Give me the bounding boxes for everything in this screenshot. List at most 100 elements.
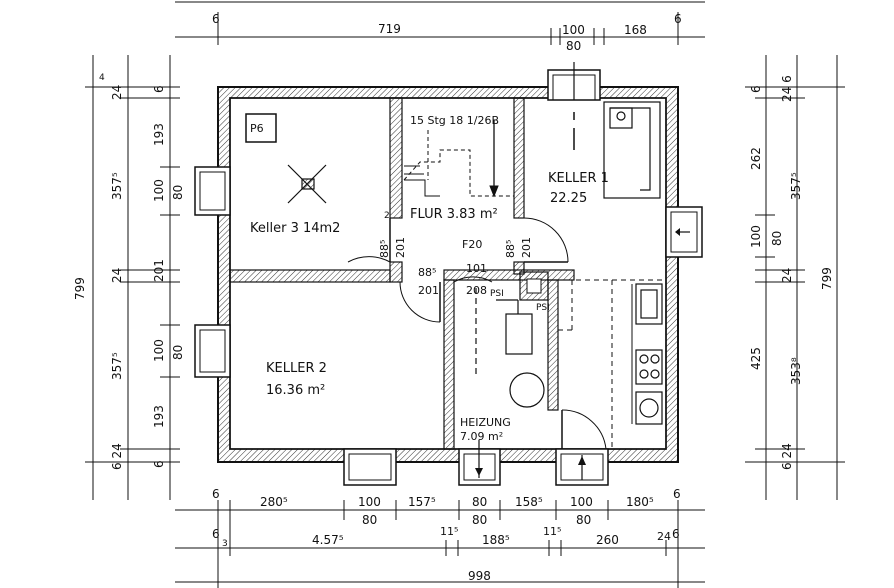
bottom-r1-6b: 6	[673, 487, 681, 501]
window-bottom-heizung	[458, 440, 501, 486]
left-201: 201	[152, 259, 166, 282]
left-624-bottom: 6 24	[110, 443, 124, 470]
right-3538: 353⁸	[789, 357, 803, 385]
psi-label-2: PSI	[536, 303, 550, 313]
psi-label: PSI	[490, 289, 504, 299]
bottom-r1-2805: 280⁵	[260, 495, 288, 509]
top-total: 719	[378, 22, 401, 36]
right-262: 262	[749, 147, 763, 170]
right-80: 80	[770, 231, 784, 246]
door-outside	[561, 409, 607, 450]
bottom-r2-24: 24	[657, 530, 671, 543]
chimney	[547, 62, 601, 150]
dim-885-c: 88⁵	[418, 266, 436, 279]
bottom-r2-6a: 6	[212, 527, 220, 541]
window-right	[665, 206, 703, 258]
left-6-top: 6	[152, 85, 166, 93]
left-6-bottom: 6	[152, 460, 166, 468]
washer	[635, 391, 663, 425]
top-seg-100: 100	[562, 23, 585, 37]
dim-101: 101	[466, 262, 487, 275]
bathtub	[603, 101, 661, 199]
dim-201-b: 201	[520, 237, 533, 258]
top-seg-80: 80	[566, 39, 581, 53]
right-24: 24	[780, 268, 794, 283]
right-425: 425	[749, 347, 763, 370]
dim-208: 208	[466, 284, 487, 297]
right-3575: 357⁵	[789, 172, 803, 200]
bottom-r1-80c: 80	[576, 513, 591, 527]
left-24-top: 24	[110, 85, 124, 100]
keller1-area: 22.25	[550, 191, 587, 206]
bottom-r2-260: 260	[596, 533, 619, 547]
bottom-total: 998	[468, 569, 491, 583]
left-top-4: 4	[99, 73, 105, 83]
bottom-r2-4575: 4.57⁵	[312, 533, 344, 547]
dim-885-a: 88⁵	[378, 240, 391, 258]
keller3-label: Keller 3 14m2	[250, 221, 340, 236]
left-100-top: 100	[152, 179, 166, 202]
bottom-r1-1575: 157⁵	[408, 495, 436, 509]
dim-885-b: 88⁵	[504, 240, 517, 258]
dim-201-a: 201	[394, 237, 407, 258]
bottom-r1-100a: 100	[358, 495, 381, 509]
floor-drain	[287, 164, 327, 204]
bottom-dimensions	[175, 500, 705, 588]
right-100: 100	[749, 225, 763, 248]
bottom-r1-1805: 180⁵	[626, 495, 654, 509]
left-80-top: 80	[171, 185, 185, 200]
right-dimensions	[745, 55, 845, 500]
top-dimensions	[175, 1, 705, 45]
window-bottom-left	[343, 448, 397, 486]
left-3575-top: 357⁵	[110, 172, 124, 200]
top-mark-left: 6	[212, 12, 220, 26]
heating-unit	[475, 288, 545, 408]
stove	[635, 349, 663, 385]
right-6: 6	[749, 85, 763, 93]
left-3575-bottom: 357⁵	[110, 352, 124, 380]
keller2-name: KELLER 2	[266, 361, 327, 376]
p6-shaft	[245, 113, 277, 143]
bottom-r2-3: 3	[222, 539, 228, 549]
left-24-mid: 24	[110, 268, 124, 283]
right-outer-799: 799	[820, 267, 834, 290]
stair-label: 15 Stg 18 1/26B	[410, 114, 499, 127]
sink	[635, 283, 663, 325]
p6-label: P6	[250, 122, 264, 135]
right-246: 24 6	[780, 75, 794, 102]
keller1-name: KELLER 1	[548, 171, 609, 186]
door-keller2	[399, 281, 441, 323]
top-seg-168: 168	[624, 23, 647, 37]
left-80-bottom: 80	[171, 345, 185, 360]
door-keller3	[347, 218, 391, 263]
door-heizung	[453, 276, 493, 283]
left-dimensions	[85, 55, 180, 500]
psi-flue	[526, 278, 542, 294]
window-bottom-right	[555, 448, 609, 486]
interior-walls	[229, 97, 575, 450]
flur-label: FLUR 3.83 m²	[410, 207, 498, 222]
bottom-r2-115b: 11⁵	[543, 525, 561, 538]
top-mark-right: 6	[674, 12, 682, 26]
bottom-r2-6b: 6	[672, 527, 680, 541]
right-624: 6 24	[780, 443, 794, 470]
dim-2: 2	[384, 211, 390, 221]
left-100-bottom: 100	[152, 339, 166, 362]
left-193-bottom: 193	[152, 405, 166, 428]
dashed-lines	[557, 279, 666, 449]
bottom-r2-115a: 11⁵	[440, 525, 458, 538]
door-keller1	[523, 217, 569, 263]
bottom-r1-80b-sub: 80	[472, 513, 487, 527]
heizung-area: 7.09 m²	[460, 430, 503, 443]
dim-201-c: 201	[418, 284, 439, 297]
f20-label: F20	[462, 238, 482, 251]
left-outer-799: 799	[73, 277, 87, 300]
left-193-top: 193	[152, 123, 166, 146]
keller2-area: 16.36 m²	[266, 383, 325, 398]
bottom-r1-100b: 100	[570, 495, 593, 509]
bottom-r2-1885: 188⁵	[482, 533, 510, 547]
window-left-top	[194, 166, 231, 216]
bottom-r1-1585: 158⁵	[515, 495, 543, 509]
stair	[403, 120, 514, 198]
